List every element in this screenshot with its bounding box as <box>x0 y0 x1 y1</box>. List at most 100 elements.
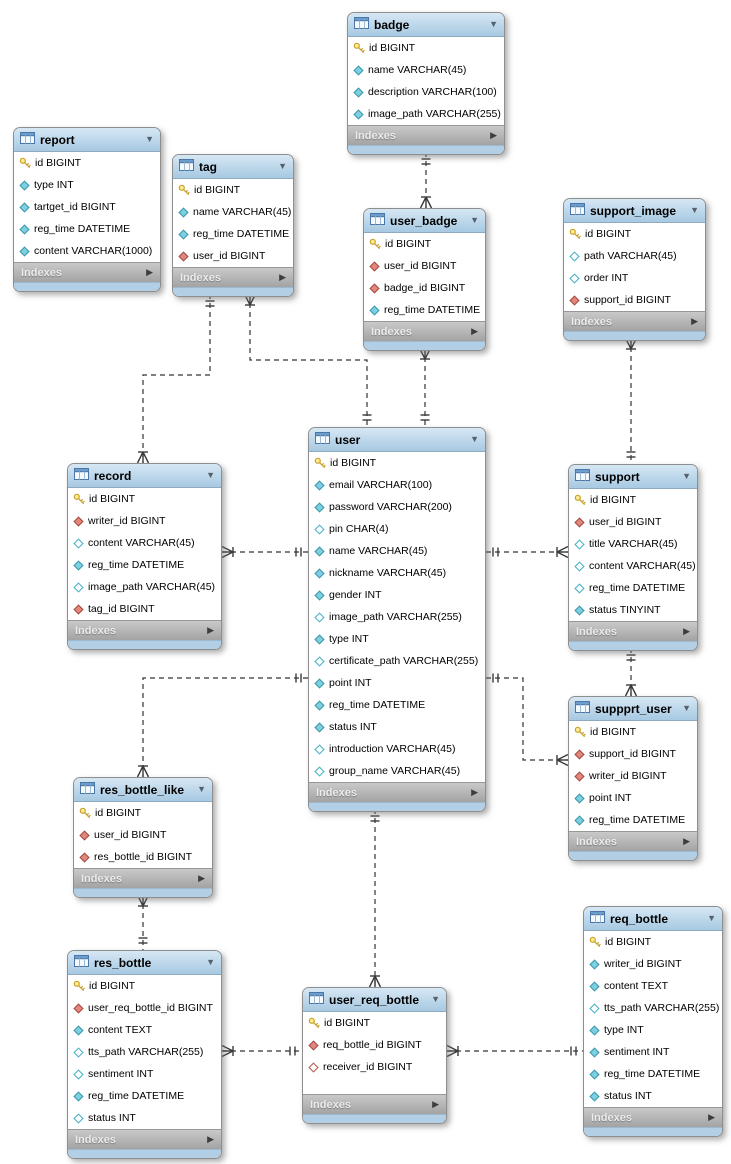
column-row[interactable]: support_id BIGINT <box>569 743 697 765</box>
column-row[interactable]: email VARCHAR(100) <box>309 474 485 496</box>
column-row[interactable]: status TINYINT <box>569 599 697 621</box>
column-row[interactable]: name VARCHAR(45) <box>309 540 485 562</box>
column-row[interactable]: user_id BIGINT <box>74 824 212 846</box>
expand-arrow-icon[interactable]: ▶ <box>146 267 153 277</box>
collapse-arrow-icon[interactable]: ▼ <box>682 703 691 713</box>
column-row[interactable]: id BIGINT <box>584 931 722 953</box>
collapse-arrow-icon[interactable]: ▼ <box>206 957 215 967</box>
table-header[interactable]: badge▼ <box>348 13 504 37</box>
table-header[interactable]: tag▼ <box>173 155 293 179</box>
column-row[interactable]: id BIGINT <box>564 223 705 245</box>
column-row[interactable]: reg_time DATETIME <box>584 1063 722 1085</box>
table-header[interactable]: support▼ <box>569 465 697 489</box>
expand-arrow-icon[interactable]: ▶ <box>198 873 205 883</box>
collapse-arrow-icon[interactable]: ▼ <box>707 913 716 923</box>
expand-arrow-icon[interactable]: ▶ <box>490 130 497 140</box>
column-row[interactable]: id BIGINT <box>68 488 221 510</box>
column-row[interactable]: writer_id BIGINT <box>584 953 722 975</box>
column-row[interactable]: type INT <box>14 174 160 196</box>
column-row[interactable]: receiver_id BIGINT <box>303 1056 446 1078</box>
table-header[interactable]: suppprt_user▼ <box>569 697 697 721</box>
indexes-bar[interactable]: Indexes▶ <box>74 868 212 888</box>
column-row[interactable]: content VARCHAR(45) <box>569 555 697 577</box>
indexes-bar[interactable]: Indexes▶ <box>348 125 504 145</box>
collapse-arrow-icon[interactable]: ▼ <box>682 471 691 481</box>
column-row[interactable]: content TEXT <box>584 975 722 997</box>
table-header[interactable]: res_bottle▼ <box>68 951 221 975</box>
collapse-arrow-icon[interactable]: ▼ <box>206 470 215 480</box>
column-row[interactable]: user_id BIGINT <box>364 255 485 277</box>
column-row[interactable]: title VARCHAR(45) <box>569 533 697 555</box>
column-row[interactable]: tts_path VARCHAR(255) <box>584 997 722 1019</box>
column-row[interactable]: content TEXT <box>68 1019 221 1041</box>
collapse-arrow-icon[interactable]: ▼ <box>145 134 154 144</box>
table-header[interactable]: user_badge▼ <box>364 209 485 233</box>
column-row[interactable]: nickname VARCHAR(45) <box>309 562 485 584</box>
table-header[interactable]: user▼ <box>309 428 485 452</box>
column-row[interactable]: order INT <box>564 267 705 289</box>
indexes-bar[interactable]: Indexes▶ <box>68 620 221 640</box>
relationship-line-user-res_bottle_like[interactable] <box>142 677 308 777</box>
indexes-bar[interactable]: Indexes▶ <box>364 321 485 341</box>
column-row[interactable]: id BIGINT <box>309 452 485 474</box>
collapse-arrow-icon[interactable]: ▼ <box>470 434 479 444</box>
column-row[interactable]: reg_time DATETIME <box>68 1085 221 1107</box>
indexes-bar[interactable]: Indexes▶ <box>569 621 697 641</box>
column-row[interactable]: id BIGINT <box>364 233 485 255</box>
indexes-bar[interactable]: Indexes▶ <box>569 831 697 851</box>
column-row[interactable]: req_bottle_id BIGINT <box>303 1034 446 1056</box>
column-row[interactable]: point INT <box>569 787 697 809</box>
column-row[interactable]: sentiment INT <box>68 1063 221 1085</box>
column-row[interactable]: reg_time DATETIME <box>309 694 485 716</box>
table-header[interactable]: record▼ <box>68 464 221 488</box>
collapse-arrow-icon[interactable]: ▼ <box>431 994 440 1004</box>
column-row[interactable]: introduction VARCHAR(45) <box>309 738 485 760</box>
column-row[interactable]: password VARCHAR(200) <box>309 496 485 518</box>
column-row[interactable]: user_req_bottle_id BIGINT <box>68 997 221 1019</box>
column-row[interactable]: user_id BIGINT <box>173 245 293 267</box>
collapse-arrow-icon[interactable]: ▼ <box>690 205 699 215</box>
indexes-bar[interactable]: Indexes▶ <box>173 267 293 287</box>
column-row[interactable]: id BIGINT <box>569 489 697 511</box>
column-row[interactable]: status INT <box>68 1107 221 1129</box>
indexes-bar[interactable]: Indexes▶ <box>309 782 485 802</box>
relationship-line-tag-record[interactable] <box>142 294 211 463</box>
expand-arrow-icon[interactable]: ▶ <box>471 787 478 797</box>
column-row[interactable]: reg_time DATETIME <box>68 554 221 576</box>
expand-arrow-icon[interactable]: ▶ <box>432 1099 439 1109</box>
column-row[interactable]: description VARCHAR(100) <box>348 81 504 103</box>
table-header[interactable]: user_req_bottle▼ <box>303 988 446 1012</box>
table-header[interactable]: report▼ <box>14 128 160 152</box>
column-row[interactable]: sentiment INT <box>584 1041 722 1063</box>
expand-arrow-icon[interactable]: ▶ <box>207 1134 214 1144</box>
column-row[interactable]: tag_id BIGINT <box>68 598 221 620</box>
indexes-bar[interactable]: Indexes▶ <box>68 1129 221 1149</box>
column-row[interactable]: id BIGINT <box>14 152 160 174</box>
indexes-bar[interactable]: Indexes▶ <box>303 1094 446 1114</box>
column-row[interactable]: name VARCHAR(45) <box>173 201 293 223</box>
table-header[interactable]: res_bottle_like▼ <box>74 778 212 802</box>
column-row[interactable]: image_path VARCHAR(255) <box>348 103 504 125</box>
column-row[interactable]: type INT <box>309 628 485 650</box>
column-row[interactable]: badge_id BIGINT <box>364 277 485 299</box>
column-row[interactable]: reg_time DATETIME <box>569 577 697 599</box>
column-row[interactable]: reg_time DATETIME <box>569 809 697 831</box>
column-row[interactable]: gender INT <box>309 584 485 606</box>
table-header[interactable]: support_image▼ <box>564 199 705 223</box>
column-row[interactable]: status INT <box>584 1085 722 1107</box>
collapse-arrow-icon[interactable]: ▼ <box>197 784 206 794</box>
column-row[interactable]: reg_time DATETIME <box>364 299 485 321</box>
column-row[interactable]: image_path VARCHAR(45) <box>68 576 221 598</box>
expand-arrow-icon[interactable]: ▶ <box>471 326 478 336</box>
indexes-bar[interactable]: Indexes▶ <box>584 1107 722 1127</box>
